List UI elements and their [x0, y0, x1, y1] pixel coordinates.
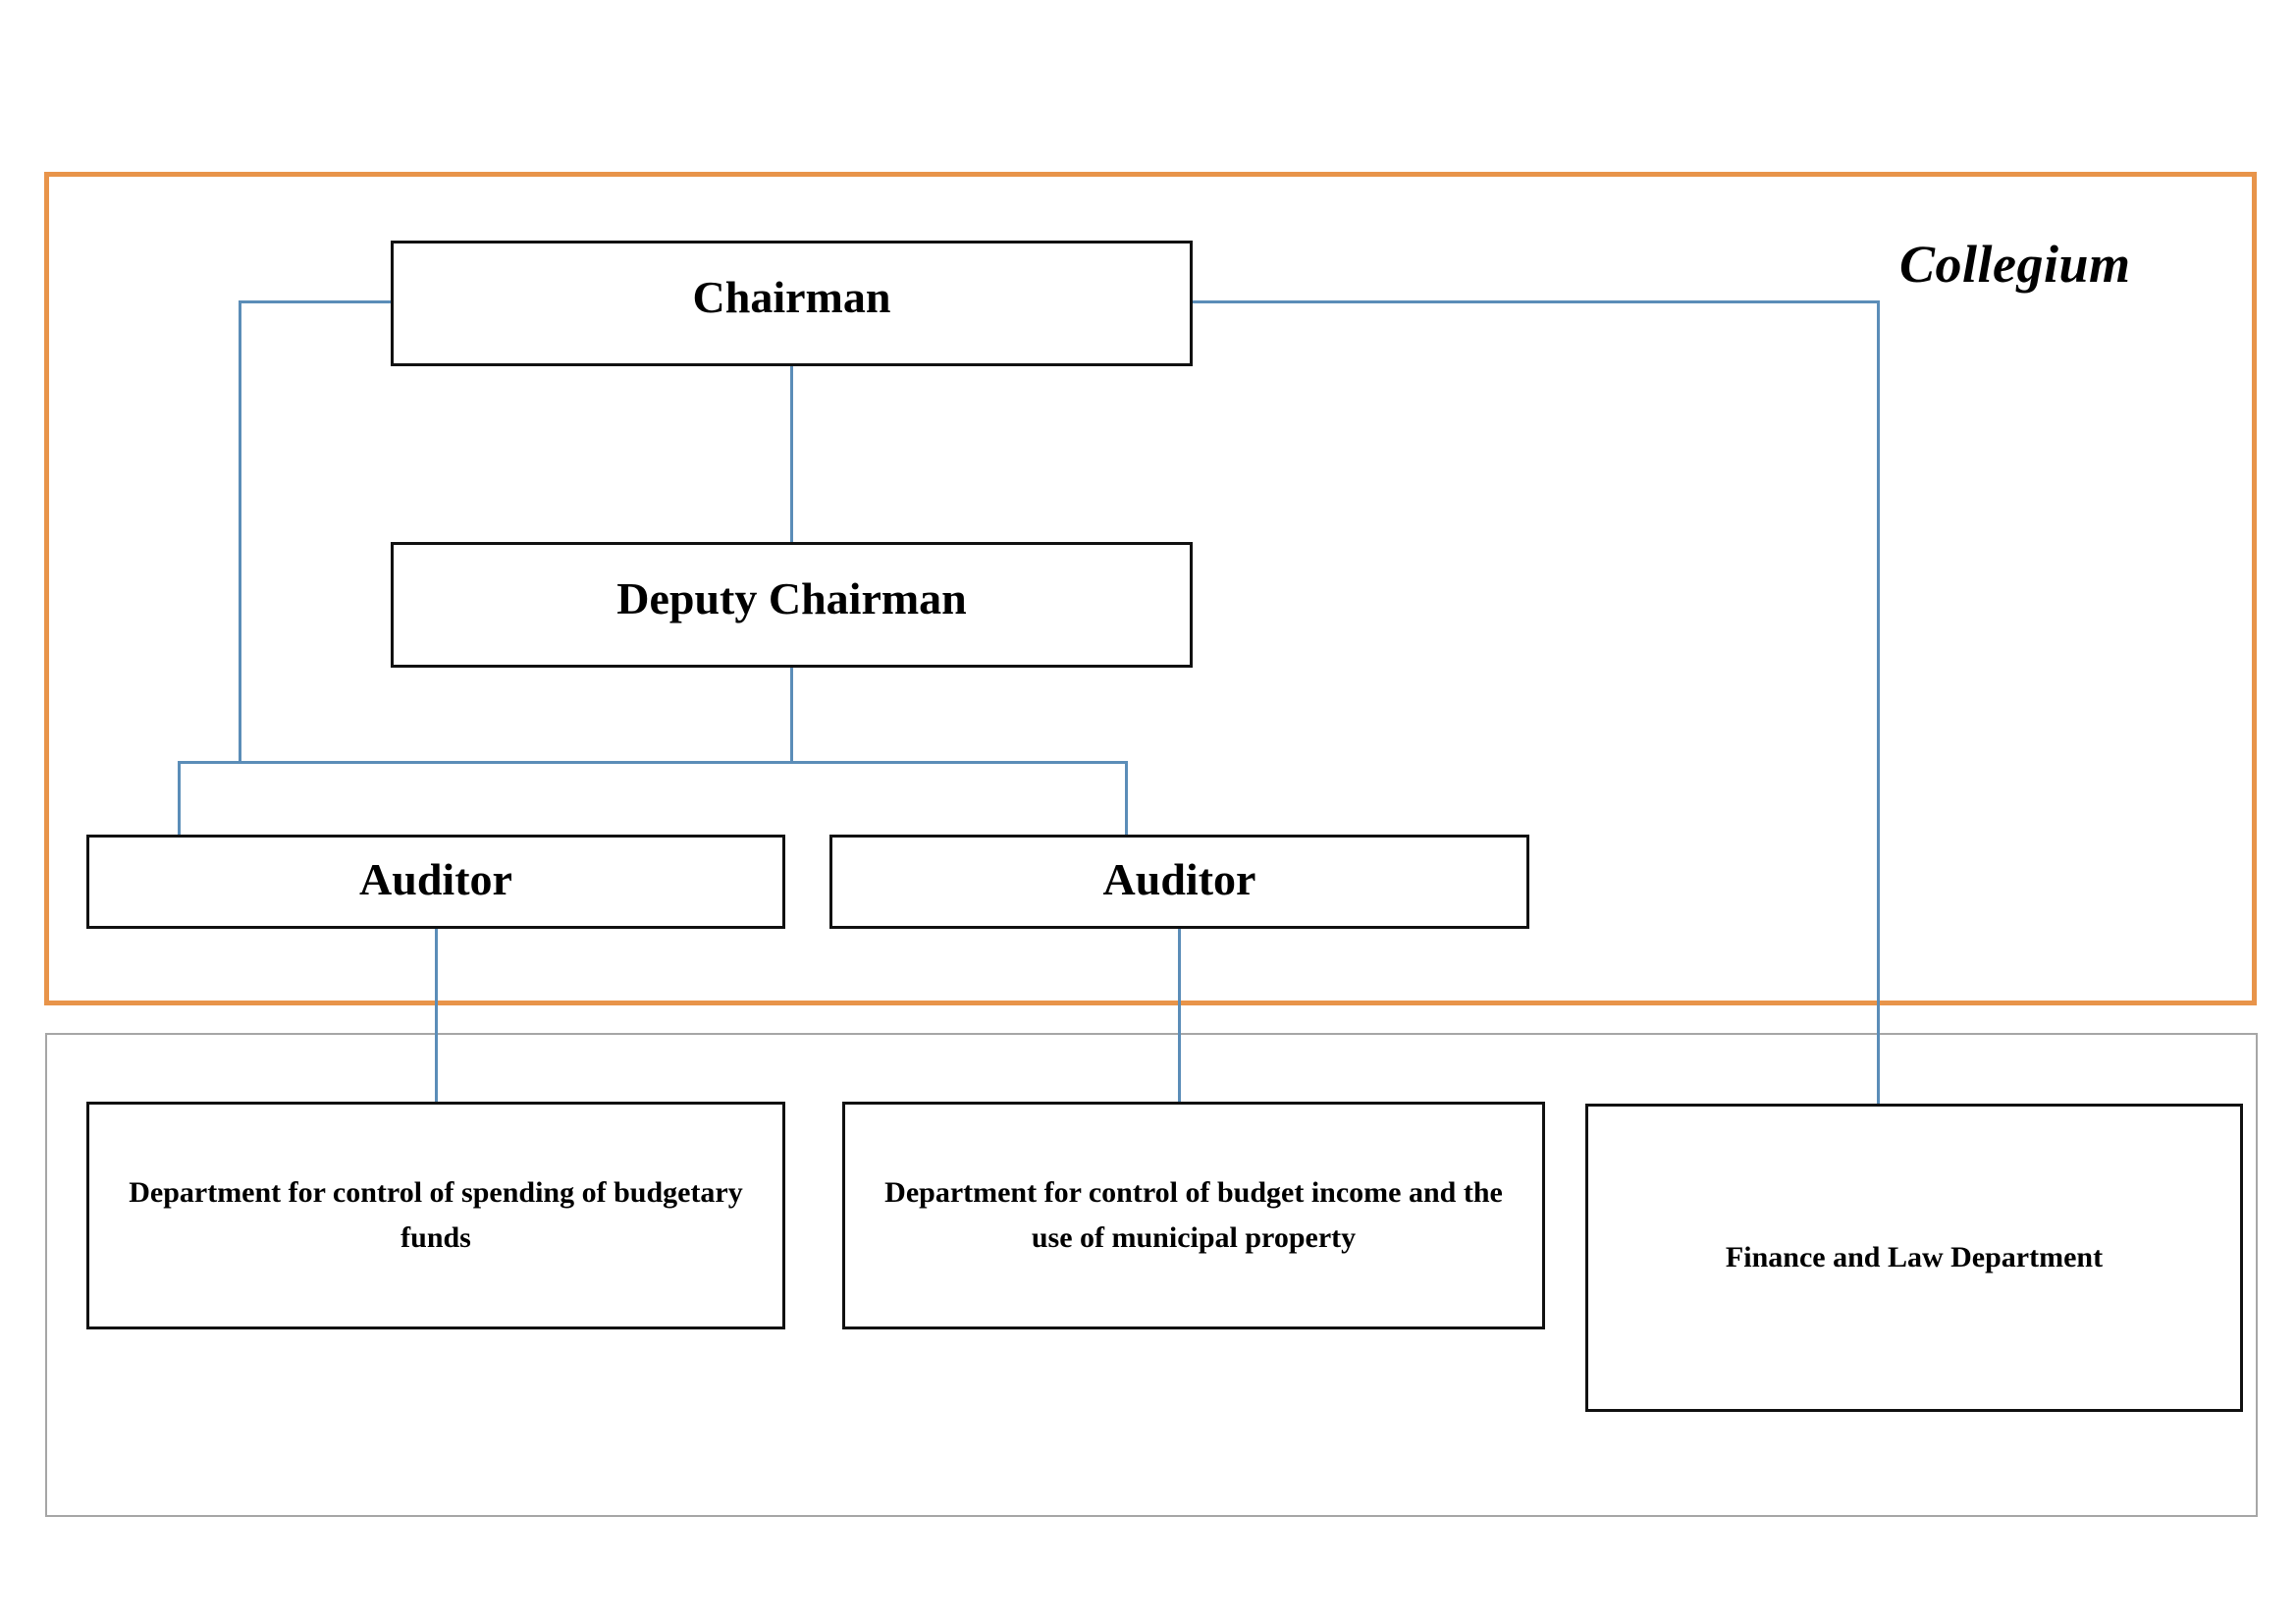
node-dept-spending[interactable]: Department for control of spending of bu…: [86, 1102, 785, 1329]
collegium-group-label: Collegium: [1899, 235, 2131, 294]
connector-auditor-2-to-dept-income: [1178, 926, 1181, 1104]
node-dept-income[interactable]: Department for control of budget income …: [842, 1102, 1545, 1329]
node-auditor-1-label: Auditor: [359, 853, 512, 904]
connector-chairman-to-deputy: [790, 366, 793, 542]
node-chairman-label: Chairman: [692, 271, 891, 322]
connector-deputy-to-bus: [790, 668, 793, 762]
connector-chairman-left-vertical: [239, 300, 241, 762]
node-dept-spending-label: Department for control of spending of bu…: [129, 1175, 743, 1255]
connector-chairman-right-horizontal: [1191, 300, 1880, 303]
collegium-group-container: [44, 172, 2257, 1005]
node-auditor-1[interactable]: Auditor: [86, 835, 785, 929]
connector-auditor-bus-horizontal: [178, 761, 1128, 764]
connector-chairman-to-finance-law: [1877, 300, 1880, 1104]
node-dept-income-label: Department for control of budget income …: [884, 1175, 1503, 1255]
node-dept-finance-law[interactable]: Finance and Law Department: [1585, 1104, 2243, 1412]
node-deputy-chairman[interactable]: Deputy Chairman: [391, 542, 1193, 668]
connector-bus-to-auditor-1: [178, 761, 181, 838]
connector-chairman-left-horizontal: [239, 300, 394, 303]
departments-group-container: [45, 1033, 2258, 1517]
connector-auditor-1-to-dept-spending: [435, 926, 438, 1104]
node-auditor-2[interactable]: Auditor: [829, 835, 1529, 929]
node-chairman[interactable]: Chairman: [391, 241, 1193, 366]
node-dept-finance-law-label: Finance and Law Department: [1725, 1240, 2104, 1273]
node-deputy-chairman-label: Deputy Chairman: [616, 572, 967, 623]
node-auditor-2-label: Auditor: [1102, 853, 1256, 904]
connector-bus-to-auditor-2: [1125, 761, 1128, 838]
